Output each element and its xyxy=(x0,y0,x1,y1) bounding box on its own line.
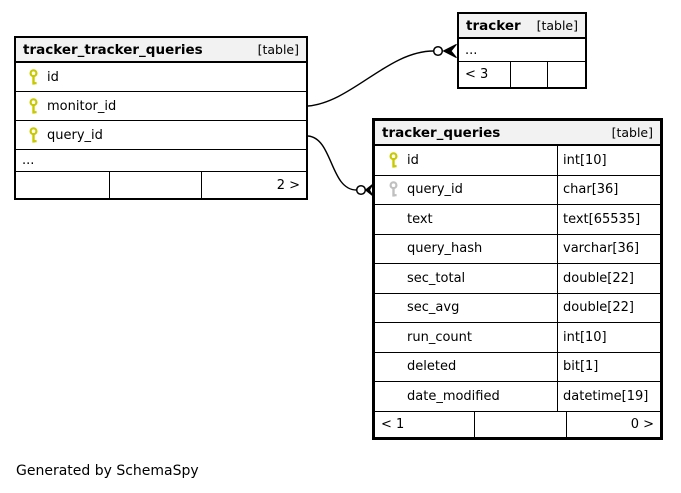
column-row-date-modified: date_modified datetime[19] xyxy=(375,382,660,412)
table-footer: < 1 0 > xyxy=(375,411,660,437)
column-row-run-count: run_count int[10] xyxy=(375,323,660,353)
table-footer: < 3 xyxy=(459,62,585,87)
column-name: query_hash xyxy=(407,241,483,257)
column-row-monitor-id: monitor_id xyxy=(16,92,306,121)
zero-or-one-marker xyxy=(432,45,444,57)
column-name: date_modified xyxy=(407,388,500,404)
foreign-key-icon xyxy=(388,181,407,198)
table-title[interactable]: tracker_tracker_queries xyxy=(23,41,203,58)
footer-cell-parents-count: < 1 xyxy=(375,411,475,437)
footer-cell xyxy=(511,62,548,87)
table-header: tracker [table] xyxy=(459,14,585,39)
column-type: text[65535] xyxy=(557,205,660,234)
column-type: char[36] xyxy=(557,175,660,204)
table-tracker-queries[interactable]: tracker_queries [table] id int[10] query… xyxy=(372,118,663,440)
footer-cell-parents-count: < 3 xyxy=(459,62,511,87)
table-type-badge: [table] xyxy=(257,42,299,57)
fk-connector-monitor-id-to-tracker xyxy=(307,43,457,107)
column-row-query-id: query_id char[36] xyxy=(375,175,660,205)
column-name: id xyxy=(47,69,59,85)
footer-cell xyxy=(110,172,202,198)
hidden-columns-ellipsis: ... xyxy=(459,39,585,62)
column-name: query_id xyxy=(407,182,463,198)
column-type: int[10] xyxy=(557,146,660,175)
column-name: run_count xyxy=(407,329,472,345)
table-tracker[interactable]: tracker [table] ... < 3 xyxy=(457,12,587,89)
column-name: monitor_id xyxy=(47,98,117,114)
footer-cell xyxy=(548,62,585,87)
primary-key-icon xyxy=(28,97,47,115)
table-header: tracker_tracker_queries [table] xyxy=(16,38,306,63)
hidden-columns-ellipsis: ... xyxy=(16,150,306,172)
column-name: id xyxy=(407,152,419,168)
column-type: varchar[36] xyxy=(557,234,660,263)
primary-key-icon xyxy=(28,126,47,144)
column-row-sec-avg: sec_avg double[22] xyxy=(375,293,660,323)
column-name: sec_total xyxy=(407,270,466,286)
column-type: datetime[19] xyxy=(557,382,660,411)
table-header: tracker_queries [table] xyxy=(375,121,660,146)
column-row-deleted: deleted bit[1] xyxy=(375,352,660,382)
column-name: deleted xyxy=(407,359,457,375)
table-title[interactable]: tracker xyxy=(466,17,521,34)
ellipsis-text: ... xyxy=(22,153,35,168)
generated-by-note: Generated by SchemaSpy xyxy=(16,463,199,479)
primary-key-icon xyxy=(388,151,407,169)
column-row-id: id xyxy=(16,63,306,92)
fk-connector-query-id-to-tracker-queries xyxy=(307,135,374,197)
crowsfoot-marker xyxy=(442,43,457,59)
column-row-sec-total: sec_total double[22] xyxy=(375,264,660,294)
column-row-query-id: query_id xyxy=(16,121,306,150)
column-row-query-hash: query_hash varchar[36] xyxy=(375,234,660,264)
column-name: query_id xyxy=(47,127,103,143)
table-title[interactable]: tracker_queries xyxy=(382,124,501,141)
footer-cell xyxy=(475,411,567,437)
zero-or-one-marker xyxy=(355,184,367,196)
primary-key-icon xyxy=(28,68,47,86)
column-name: sec_avg xyxy=(407,300,460,316)
column-name: text xyxy=(407,211,433,227)
table-tracker-tracker-queries[interactable]: tracker_tracker_queries [table] id monit… xyxy=(14,36,308,200)
footer-cell-children-count: 0 > xyxy=(630,416,654,432)
table-type-badge: [table] xyxy=(536,18,578,33)
table-footer: 2 > xyxy=(16,172,306,198)
column-row-id: id int[10] xyxy=(375,146,660,176)
column-row-text: text text[65535] xyxy=(375,205,660,235)
column-type: double[22] xyxy=(557,293,660,322)
footer-cell xyxy=(16,172,110,198)
footer-cell-children-count: 2 > xyxy=(276,177,300,193)
column-type: int[10] xyxy=(557,323,660,352)
column-type: bit[1] xyxy=(557,352,660,381)
table-type-badge: [table] xyxy=(611,125,653,140)
column-type: double[22] xyxy=(557,264,660,293)
ellipsis-text: ... xyxy=(465,42,478,58)
